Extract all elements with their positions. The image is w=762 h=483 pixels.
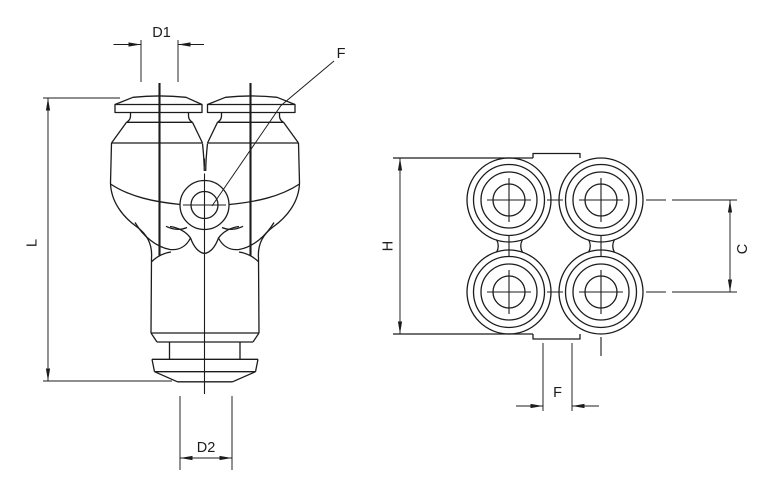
arrowhead	[397, 158, 403, 171]
arrowhead	[397, 321, 403, 334]
left-port-cap	[110, 95, 204, 144]
side-centerline-dashes	[508, 199, 602, 356]
arrowhead	[178, 42, 191, 47]
arrowhead	[45, 98, 51, 111]
arrowhead	[128, 42, 141, 47]
dim-d1: D1	[113, 25, 204, 82]
port-circle-bottom-right	[558, 249, 644, 335]
dim-l: L	[24, 97, 172, 382]
arrowhead	[727, 200, 733, 213]
dim-h: H	[380, 158, 403, 334]
dim-label-f-side: F	[553, 385, 562, 401]
dim-label-f-front: F	[337, 46, 346, 62]
front-view: D1 L F D2	[24, 25, 346, 470]
arrowhead	[219, 455, 232, 461]
arrowhead	[727, 279, 733, 292]
dim-f-side: F	[516, 343, 599, 411]
arrowhead	[530, 403, 543, 409]
dim-label-h: H	[380, 241, 396, 251]
arrowhead	[572, 403, 585, 409]
dim-label-c: C	[735, 244, 751, 254]
dim-label-d2: D2	[197, 440, 216, 456]
leader-f: F	[211, 46, 346, 207]
port-circle-bottom-left	[466, 249, 552, 335]
dim-c: C	[646, 199, 751, 293]
dim-label-d1: D1	[152, 25, 171, 41]
dim-d2: D2	[179, 396, 233, 470]
dim-label-l: L	[24, 239, 40, 247]
port-circle-top-left	[466, 157, 552, 243]
side-view: H C F	[380, 152, 751, 411]
front-centerlines	[158, 83, 252, 394]
arrowhead	[180, 455, 193, 461]
port-circle-top-right	[558, 157, 644, 243]
arrowhead	[45, 368, 51, 381]
right-port-cap	[206, 95, 300, 144]
